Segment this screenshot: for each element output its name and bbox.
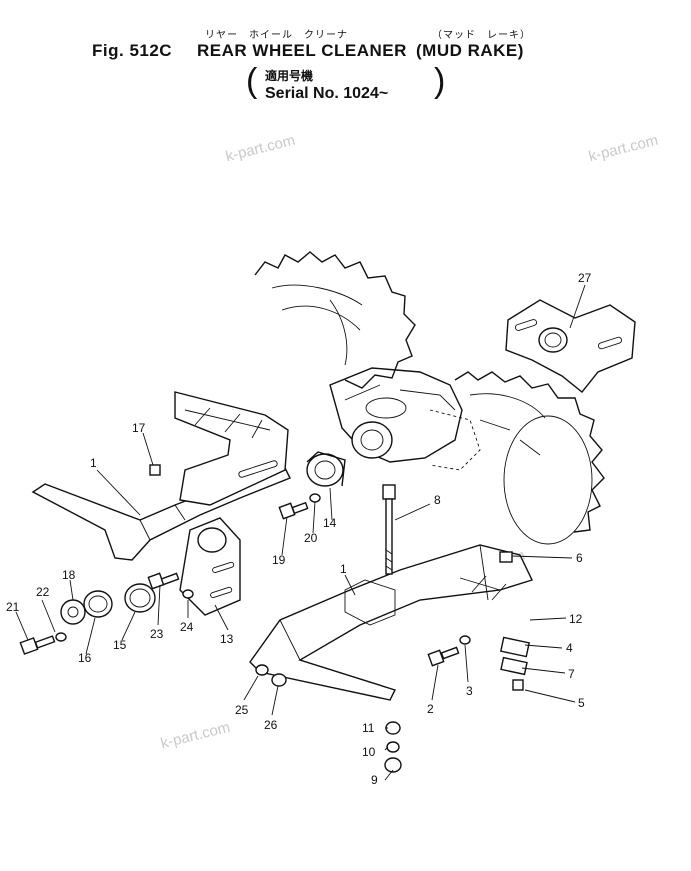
rear-tire-left <box>254 251 416 389</box>
callout-16: 16 <box>78 651 92 665</box>
callout-19: 19 <box>272 553 286 567</box>
part-1-rake-right <box>249 544 533 701</box>
callout-23: 23 <box>150 627 164 641</box>
serial-number: Serial No. 1024~ <box>265 85 389 102</box>
callout-5: 5 <box>578 696 585 710</box>
figure-number: Fig. 512C <box>92 41 173 60</box>
callout-11: 11 <box>362 721 375 735</box>
callout-leader-lines <box>15 284 586 781</box>
callout-18: 18 <box>62 568 76 582</box>
callout-2: 2 <box>427 702 434 716</box>
callout-27: 27 <box>578 271 592 285</box>
title-kana-rear-wheel-cleaner: リヤー ホイール クリーナ <box>205 30 348 41</box>
callout-20: 20 <box>304 531 318 545</box>
part-18-plate <box>60 599 86 625</box>
callout-4: 4 <box>566 641 573 655</box>
applicable-serial-label-jp: 適用号機 <box>265 69 314 83</box>
callout-17: 17 <box>132 421 146 435</box>
title-kana-mud-rake: （マッド レーキ） <box>432 30 531 41</box>
callout-6: 6 <box>576 551 583 565</box>
callout-1-left: 1 <box>90 456 97 470</box>
callout-25: 25 <box>235 703 249 717</box>
open-paren-glyph: ( <box>246 62 258 100</box>
callout-8: 8 <box>434 493 441 507</box>
part-27-bracket <box>505 299 636 393</box>
callout-3: 3 <box>466 684 473 698</box>
part-16-seal <box>83 590 113 618</box>
callout-10: 10 <box>362 745 376 759</box>
callout-14: 14 <box>323 516 337 530</box>
figure-title: REAR WHEEL CLEANER <box>197 41 407 60</box>
callout-22: 22 <box>36 585 50 599</box>
callout-7: 7 <box>568 667 575 681</box>
callout-13: 13 <box>220 632 234 646</box>
rear-tire-right <box>454 371 605 545</box>
part-8-bolt <box>382 484 396 575</box>
callout-21: 21 <box>6 600 20 614</box>
callout-1-right: 1 <box>340 562 347 576</box>
part-1-rake-left <box>31 391 291 561</box>
callout-26: 26 <box>264 718 278 732</box>
callout-15: 15 <box>113 638 127 652</box>
figure-title-paren: (MUD RAKE) <box>416 41 524 60</box>
part-15-ring <box>124 583 156 613</box>
part-13-bracket-left <box>179 517 241 616</box>
bolts-and-nuts <box>19 464 531 773</box>
callout-12: 12 <box>569 612 583 626</box>
part-14-hub <box>306 451 346 487</box>
axle-housing <box>329 367 481 471</box>
callout-24: 24 <box>180 620 194 634</box>
close-paren-glyph: ) <box>434 62 446 100</box>
callout-9: 9 <box>371 773 378 787</box>
